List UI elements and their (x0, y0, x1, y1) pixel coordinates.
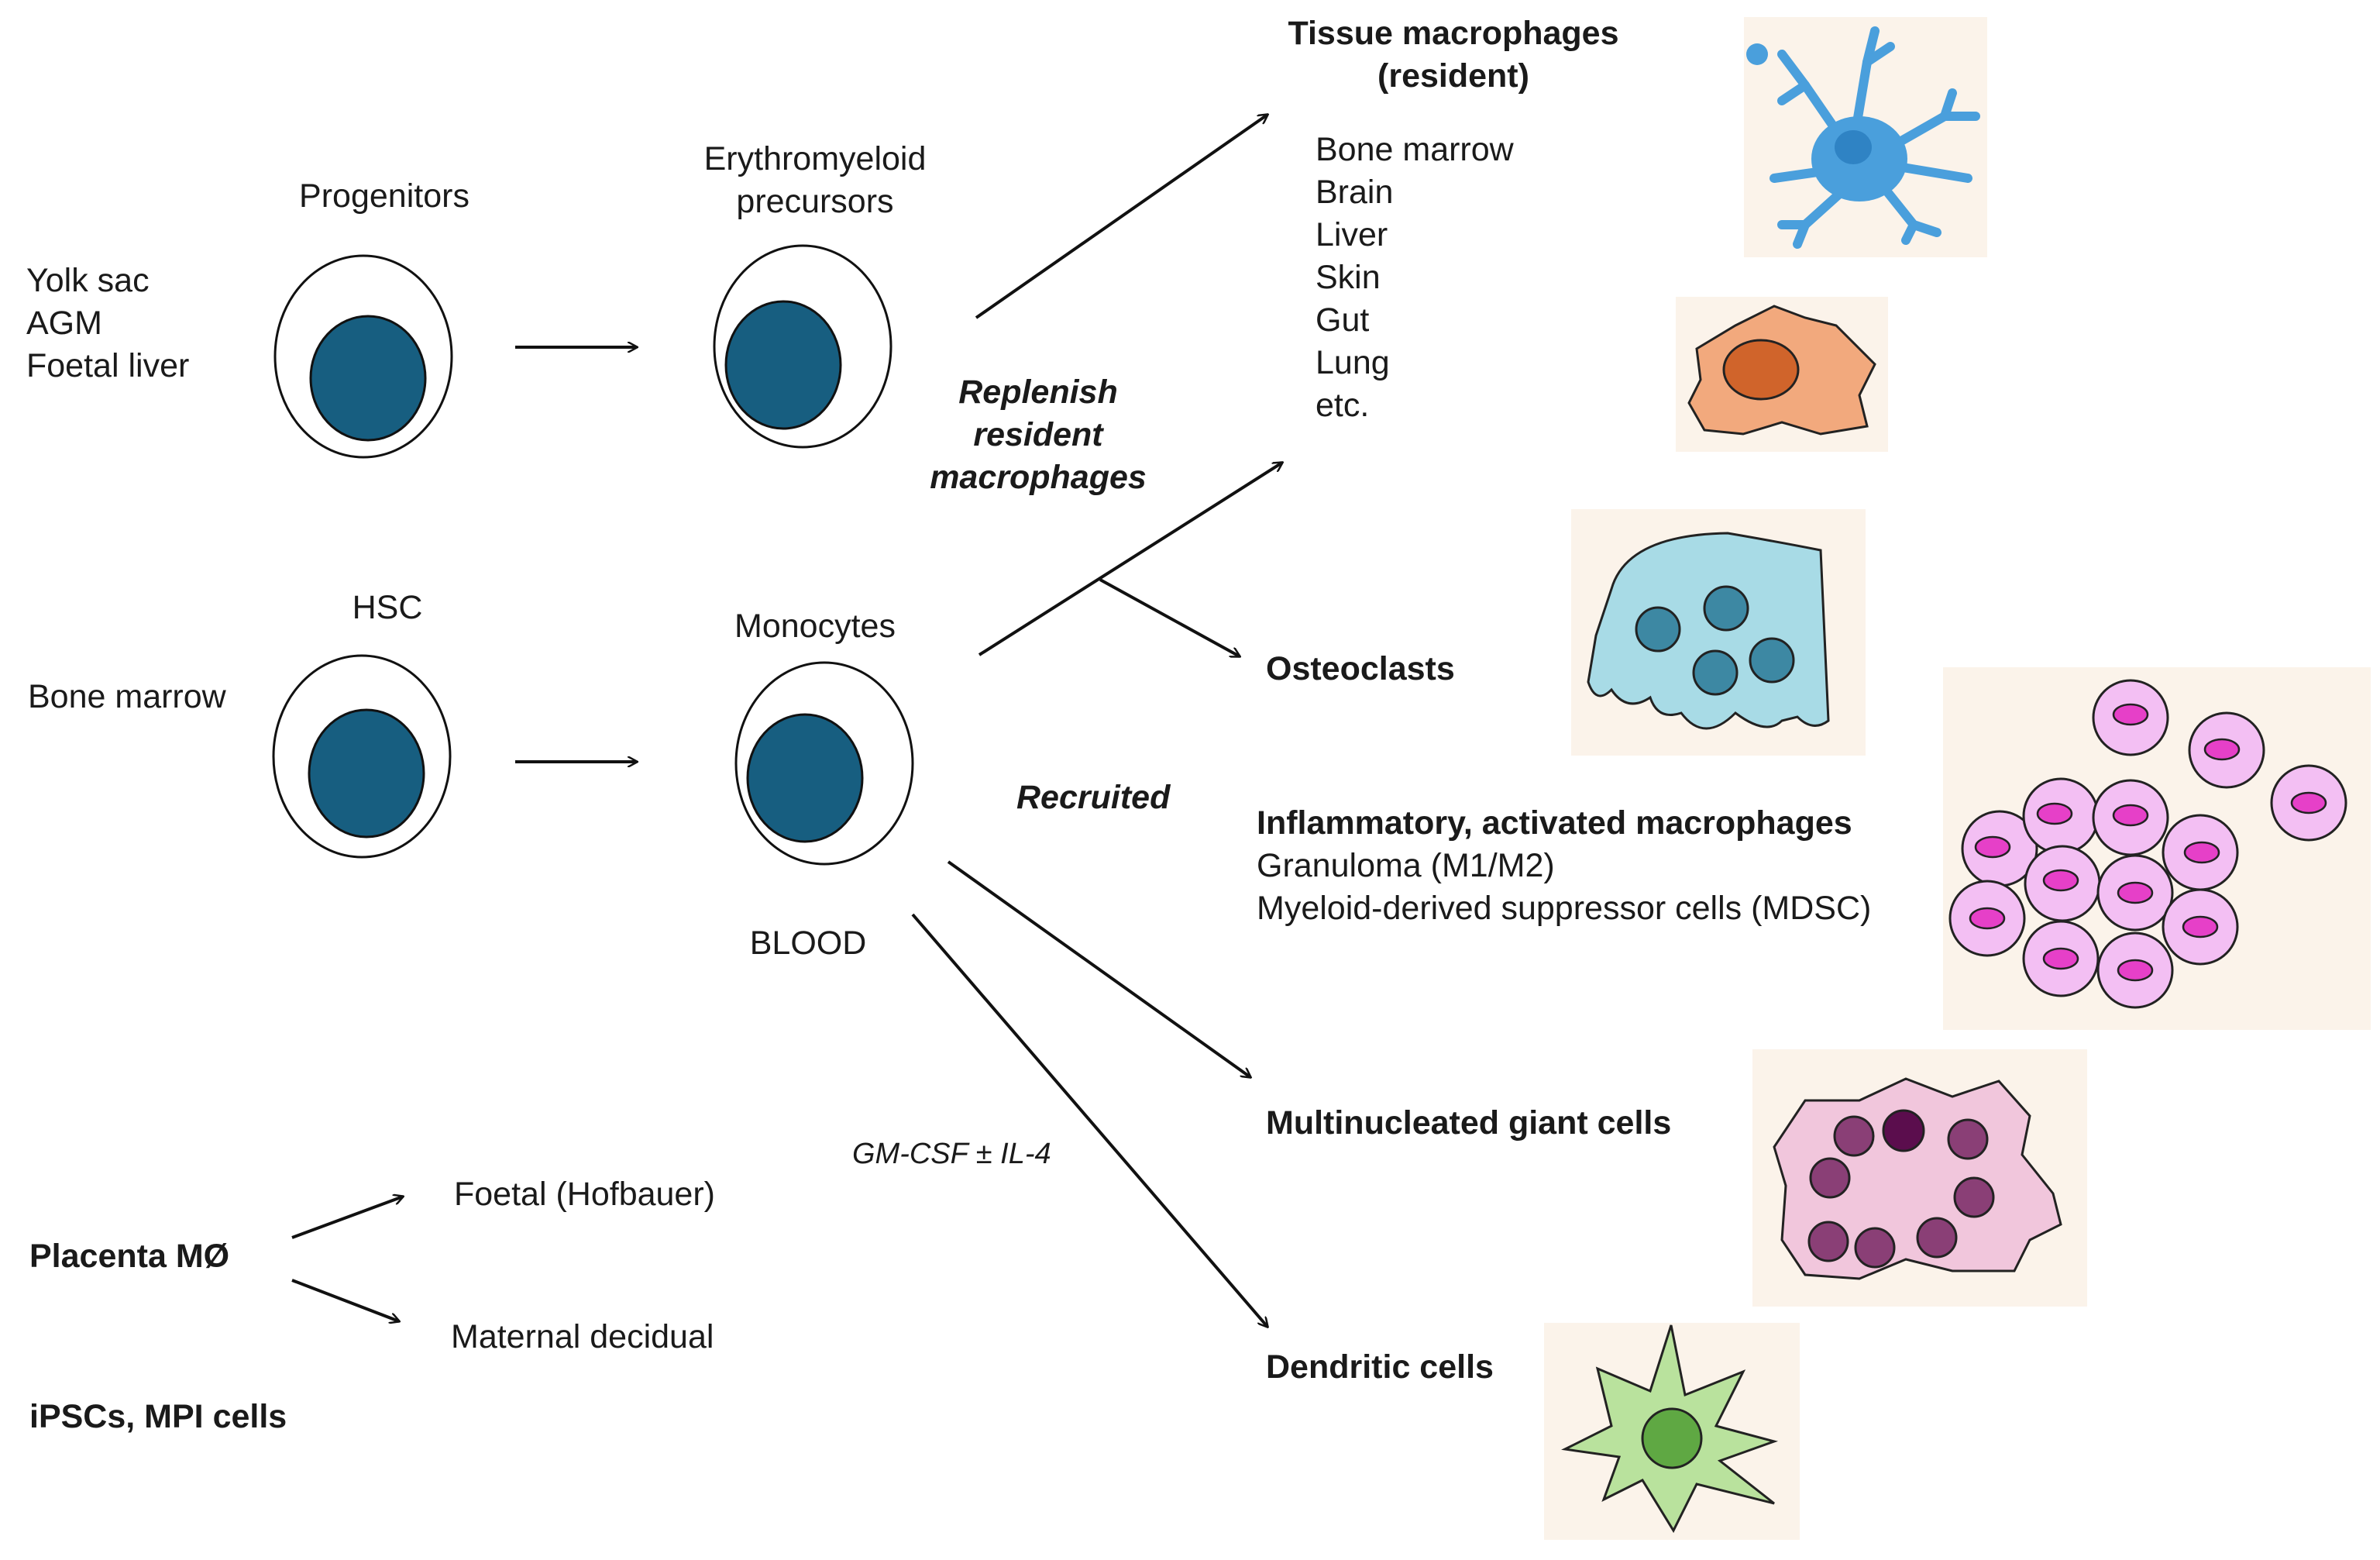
tissue-macrophages-title-line2: (resident) (1377, 57, 1529, 95)
label-recruited: Recruited (1016, 779, 1171, 816)
source-yolk-sac: Yolk sac (26, 262, 150, 299)
source-foetal-liver: Foetal liver (26, 347, 190, 384)
arrow-placenta-maternal (291, 1279, 399, 1321)
arrow-to-osteoclasts (1099, 578, 1240, 656)
site-gut: Gut (1316, 301, 1370, 339)
inflammatory-title: Inflammatory, activated macrophages (1257, 804, 1852, 842)
label-dendritic-cells: Dendritic cells (1266, 1348, 1494, 1386)
label-maternal-decidual: Maternal decidual (451, 1318, 714, 1355)
inflammatory-items: Granuloma (M1/M2) Myeloid-derived suppre… (1257, 845, 1871, 930)
label-erythromyeloid-precursors: Erythromyeloid precursors (704, 138, 927, 223)
label-replenish-resident: Replenish resident macrophages (930, 371, 1147, 499)
arrow-monocyte-to-tissue (978, 463, 1282, 656)
label-replenish-line1: Replenish (958, 374, 1118, 411)
progenitor-cell (273, 254, 453, 459)
osteoclast-illustration (1571, 509, 1866, 756)
site-etc: etc. (1316, 387, 1370, 424)
arrow-to-giant-cells (947, 860, 1250, 1077)
hsc-cell (272, 654, 452, 859)
inflammatory-cells-illustration (1943, 667, 2371, 1030)
tissue-macrophages-title: Tissue macrophages (resident) (1288, 12, 1619, 98)
site-brain: Brain (1316, 174, 1394, 211)
site-lung: Lung (1316, 344, 1390, 381)
macrophage-illustration (1676, 297, 1888, 452)
dendritic-cell-illustration (1544, 1323, 1800, 1540)
inflammatory-item-mdsc: Myeloid-derived suppressor cells (MDSC) (1257, 890, 1872, 927)
label-hsc: HSC (352, 589, 423, 626)
label-giant-cells: Multinucleated giant cells (1266, 1104, 1672, 1142)
site-bone-marrow: Bone marrow (1316, 131, 1514, 168)
label-erythromyeloid-line2: precursors (736, 183, 894, 220)
site-skin: Skin (1316, 259, 1381, 296)
source-agm: AGM (26, 305, 102, 342)
label-monocytes: Monocytes (734, 608, 896, 645)
label-erythromyeloid-line1: Erythromyeloid (703, 140, 927, 177)
label-foetal-hofbauer: Foetal (Hofbauer) (454, 1176, 715, 1213)
label-replenish-line2: resident (973, 416, 1103, 453)
microglia-illustration (1744, 17, 1987, 257)
monocyte-cell (734, 661, 914, 866)
site-liver: Liver (1316, 216, 1388, 253)
inflammatory-item-granuloma: Granuloma (M1/M2) (1257, 847, 1555, 884)
label-replenish-line3: macrophages (930, 459, 1147, 496)
label-blood: BLOOD (749, 925, 867, 962)
giant-cell-illustration (1752, 1049, 2087, 1307)
source-bone-marrow: Bone marrow (28, 678, 226, 715)
tissue-sites-list: Bone marrow Brain Liver Skin Gut Lung et… (1316, 129, 1514, 427)
label-progenitors: Progenitors (299, 177, 469, 215)
label-ipsc: iPSCs, MPI cells (29, 1398, 287, 1435)
label-gm-csf: GM-CSF ± IL-4 (852, 1138, 1051, 1170)
arrow-precursor-to-tissue (975, 115, 1267, 319)
label-osteoclasts: Osteoclasts (1266, 650, 1455, 687)
erythromyeloid-precursor-cell (713, 244, 892, 449)
arrow-placenta-foetal (291, 1197, 403, 1239)
arrow-to-dendritic-cells (911, 913, 1267, 1327)
label-placenta: Placenta MØ (29, 1238, 230, 1275)
tissue-macrophages-title-line1: Tissue macrophages (1288, 15, 1619, 52)
embryonic-sources: Yolk sac AGM Foetal liver (26, 260, 189, 387)
